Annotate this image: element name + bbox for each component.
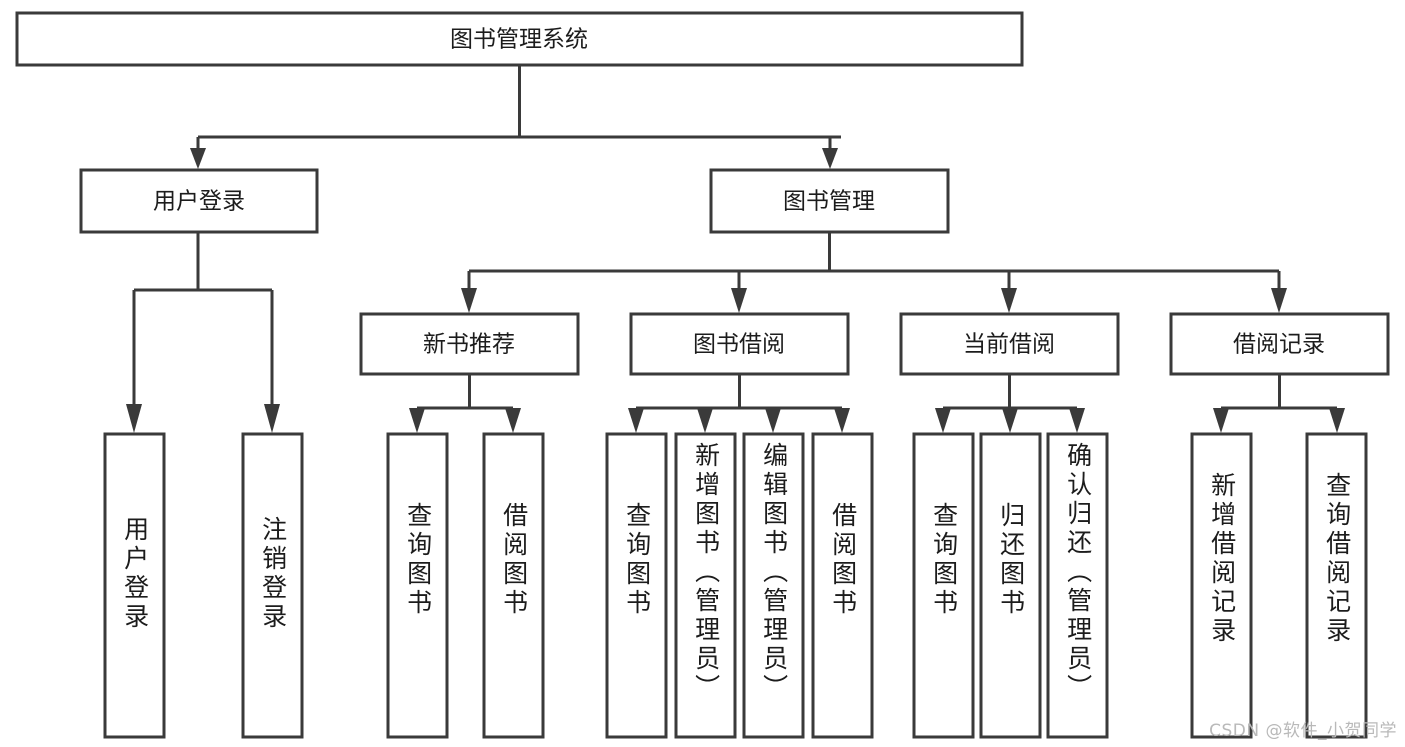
arrow-head-book-management [822, 148, 838, 169]
node-root-label: 图书管理系统 [450, 27, 588, 53]
leaf-box-add-record[interactable] [1190, 432, 1253, 739]
node-current-borrow[interactable]: 当前借阅 [899, 312, 1120, 376]
arrow-head-leaf-query-book-1 [409, 408, 425, 433]
arrow-head-leaf-return-book [1002, 408, 1018, 433]
arrow-head-leaf-logout [264, 404, 280, 433]
arrow-head-book-borrow [731, 288, 747, 313]
csdn-watermark: CSDN @软件_小贺同学 [1209, 721, 1397, 741]
leaf-box-edit-book[interactable] [742, 432, 805, 739]
node-book-management-box[interactable] [709, 168, 950, 234]
arrow-head-leaf-query-record [1329, 408, 1345, 433]
node-user-login-label: 用户登录 [153, 189, 245, 215]
node-borrow-record-label: 借阅记录 [1233, 332, 1325, 358]
leaf-box-query-record[interactable] [1305, 432, 1368, 739]
arrow-head-leaf-edit-book [765, 408, 781, 433]
node-book-management[interactable]: 图书管理 [709, 168, 950, 234]
node-current-borrow-label: 当前借阅 [963, 332, 1055, 358]
arrow-head-leaf-confirm-return [1069, 408, 1085, 433]
node-root-box[interactable] [15, 11, 1024, 67]
node-new-book-recommend[interactable]: 新书推荐 [359, 312, 580, 376]
arrow-head-leaf-borrow-book-2 [834, 408, 850, 433]
node-book-borrow-label: 图书借阅 [693, 332, 785, 358]
node-borrow-record[interactable]: 借阅记录 [1169, 312, 1390, 376]
node-borrow-record-box[interactable] [1169, 312, 1390, 376]
leaf-box-add-book[interactable] [674, 432, 737, 739]
arrow-head-new-book-recommend [461, 288, 477, 313]
node-current-borrow-box[interactable] [899, 312, 1120, 376]
arrow-head-leaf-borrow-book-1 [505, 408, 521, 433]
leaf-box-query-book-2[interactable] [605, 432, 668, 739]
node-book-borrow[interactable]: 图书借阅 [629, 312, 850, 376]
leaf-box-group [103, 432, 1368, 739]
node-book-management-label: 图书管理 [783, 189, 875, 215]
connector-group [126, 65, 1345, 433]
arrow-head-leaf-query-book-3 [935, 408, 951, 433]
arrow-head-leaf-add-record [1213, 408, 1229, 433]
node-user-login-box[interactable] [79, 168, 319, 234]
node-new-book-recommend-box[interactable] [359, 312, 580, 376]
node-new-book-recommend-label: 新书推荐 [423, 332, 515, 358]
leaf-box-confirm-return[interactable] [1046, 432, 1109, 739]
leaf-box-logout[interactable] [241, 432, 304, 739]
arrow-head-current-borrow [1001, 288, 1017, 313]
leaf-box-borrow-book-1[interactable] [482, 432, 545, 739]
leaf-box-user-login[interactable] [103, 432, 166, 739]
arrow-head-leaf-add-book [697, 408, 713, 433]
leaf-box-return-book[interactable] [979, 432, 1042, 739]
leaf-box-query-book-1[interactable] [386, 432, 449, 739]
arrow-head-user-login [190, 148, 206, 169]
node-root[interactable]: 图书管理系统 [15, 11, 1024, 67]
leaf-box-borrow-book-2[interactable] [811, 432, 874, 739]
arrow-head-leaf-user-login [126, 404, 142, 433]
arrow-head-leaf-query-book-2 [628, 408, 644, 433]
node-user-login[interactable]: 用户登录 [79, 168, 319, 234]
leaf-box-query-book-3[interactable] [912, 432, 975, 739]
node-book-borrow-box[interactable] [629, 312, 850, 376]
arrow-head-borrow-record [1271, 288, 1287, 313]
